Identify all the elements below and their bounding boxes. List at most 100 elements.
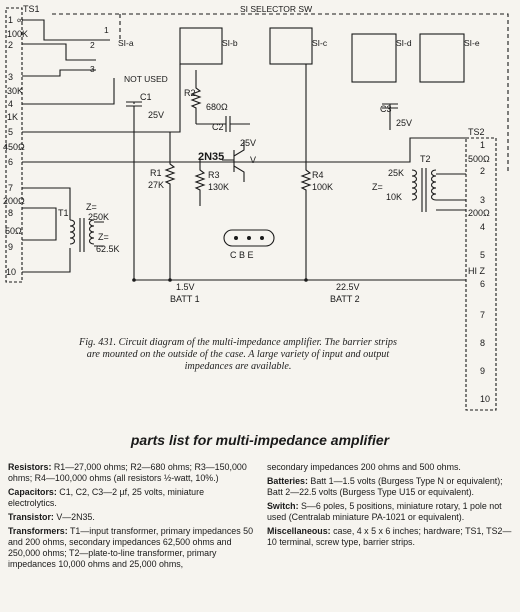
wire-8-9 <box>22 207 57 241</box>
wire-2 <box>22 43 96 61</box>
ts2-terminal-num: 10 <box>480 394 490 404</box>
c3-value: 25V <box>396 118 412 128</box>
r2-resistor <box>190 70 202 124</box>
transistor-symbol <box>222 140 245 182</box>
wire-4 <box>22 78 115 105</box>
c2-capacitor <box>196 116 250 132</box>
batt1-label: BATT 1 <box>170 294 200 304</box>
ts1-terminal-num: 10 <box>6 267 16 277</box>
wire-6 <box>22 137 466 163</box>
parts-entry-resistors: Resistors: R1—27,000 ohms; R2—680 ohms; … <box>8 462 247 483</box>
ts2-terminal-num: 2 <box>480 166 485 176</box>
not-used-label: NOT USED <box>124 74 168 84</box>
ts2-terminal-num: 4 <box>480 222 485 232</box>
r4-value: 100K <box>312 182 333 192</box>
parts-entry-miscellaneous: Miscellaneous: case, 4 x 5 x 6 inches; h… <box>267 526 512 547</box>
ts1-strip <box>5 7 23 283</box>
t2-z1: 25K <box>388 168 404 178</box>
r1-label: R1 <box>150 168 162 178</box>
ts1-terminal-num: 7 <box>8 183 13 193</box>
c1-value: 25V <box>148 110 164 120</box>
ts1-terminal-num: 3 <box>8 72 13 82</box>
ts2-terminal-num: 1 <box>480 140 485 150</box>
c1-label: C1 <box>140 92 152 102</box>
ts2-terminal-value: 500Ω <box>468 154 490 164</box>
ts1-terminal-value: 50Ω <box>5 226 22 236</box>
r3-resistor <box>194 160 206 206</box>
switch-section-e: SI-e <box>464 38 480 48</box>
ts1-terminal-value: 450Ω <box>3 142 25 152</box>
switch-section-a: SI-a <box>118 38 134 48</box>
switch-box-d <box>351 33 397 83</box>
ts1-terminal-num: 5 <box>8 127 13 137</box>
parts-entry-transformers: Transformers: T1—input transformer, prim… <box>8 526 253 569</box>
ts2-terminal-num: 8 <box>480 338 485 348</box>
t1-z1: Z= <box>86 202 97 212</box>
switch-title: SI SELECTOR SW <box>240 4 312 14</box>
t1-z2: Z= <box>98 232 109 242</box>
ts1-terminal-value: 200Ω <box>3 196 25 206</box>
switch-section-b: SI-b <box>222 38 238 48</box>
r2-value: 680Ω <box>206 102 228 112</box>
r3-value: 130K <box>208 182 229 192</box>
batt2-voltage: 22.5V <box>336 282 360 292</box>
t1-z2-value: 62.5K <box>96 244 120 254</box>
r2-label: R2 <box>184 88 196 98</box>
r4-label: R4 <box>312 170 324 180</box>
parts-entry-batteries: Batteries: Batt 1—1.5 volts (Burgess Typ… <box>267 476 503 497</box>
switch-box-c <box>269 27 313 65</box>
ts2-terminal-value: HI Z <box>468 266 486 276</box>
ts1-terminal-value: 100K <box>7 29 28 39</box>
transistor-pins: C B E <box>230 250 254 260</box>
switch-section-d: SI-d <box>396 38 412 48</box>
wire-10 <box>22 248 71 273</box>
circuit-schematic: TS1 1 ∞ 100K 2 3 30K 4 1K 5 450Ω 6 7 200… <box>3 4 509 411</box>
ts1-terminal-num: 4 <box>8 99 13 109</box>
ts2-terminal-num: 3 <box>480 195 485 205</box>
t1-label: T1 <box>58 208 69 218</box>
parts-entry-transistor: Transistor: V—2N35. <box>8 512 95 522</box>
switch-section-c: SI-c <box>312 38 328 48</box>
batt2-label: BATT 2 <box>330 294 360 304</box>
ts1-terminal-num: 2 <box>8 40 13 50</box>
ts1-label: TS1 <box>23 4 40 14</box>
ts2-terminal-value: 200Ω <box>468 208 490 218</box>
switch-position-2: 2 <box>90 40 95 50</box>
ts1-terminal-value: 30K <box>7 86 23 96</box>
switch-position-1: 1 <box>104 25 109 35</box>
c3-label: C3 <box>380 104 392 114</box>
transistor-v-label: V <box>250 155 256 165</box>
switch-mechanical-link <box>52 13 509 172</box>
parts-list-right-column: secondary impedances 200 ohms and 500 oh… <box>267 462 512 551</box>
ts2-terminal-num: 9 <box>480 366 485 376</box>
t2-z2-value: 10K <box>386 192 402 202</box>
t1-z1-value: 250K <box>88 212 109 222</box>
parts-entry-capacitors: Capacitors: C1, C2, C3—2 µf, 25 volts, m… <box>8 487 205 508</box>
wire-1 <box>22 19 110 41</box>
wire-7 <box>22 187 71 220</box>
wire-5 <box>22 64 181 133</box>
c3-capacitor <box>382 103 398 130</box>
r1-value: 27K <box>148 180 164 190</box>
figure-caption: Fig. 431. Circuit diagram of the multi-i… <box>79 337 397 372</box>
wire-3 <box>22 69 96 77</box>
ts1-terminal-value: ∞ <box>17 15 23 25</box>
ts1-terminal-num: 9 <box>8 242 13 252</box>
switch-position-3: 3 <box>90 64 95 74</box>
parts-entry-transformers-cont: secondary impedances 200 ohms and 500 oh… <box>267 462 461 472</box>
c1-capacitor <box>126 101 142 280</box>
ts1-terminal-num: 1 <box>8 15 13 25</box>
c2-value: 25V <box>240 138 256 148</box>
parts-list-title: parts list for multi-impedance amplifier <box>130 432 390 448</box>
transistor-socket <box>223 229 275 247</box>
ts1-terminal-num: 6 <box>8 157 13 167</box>
switch-box-b <box>179 27 223 65</box>
r3-label: R3 <box>208 170 220 180</box>
ts2-label: TS2 <box>468 127 485 137</box>
batt1-voltage: 1.5V <box>176 282 195 292</box>
parts-list-left-column: Resistors: R1—27,000 ohms; R2—680 ohms; … <box>8 462 253 573</box>
transistor-label: 2N35 <box>198 151 224 163</box>
ts2-terminal-num: 6 <box>480 279 485 289</box>
ts1-terminal-value: 1K <box>7 112 18 122</box>
t1-transformer <box>69 218 104 252</box>
